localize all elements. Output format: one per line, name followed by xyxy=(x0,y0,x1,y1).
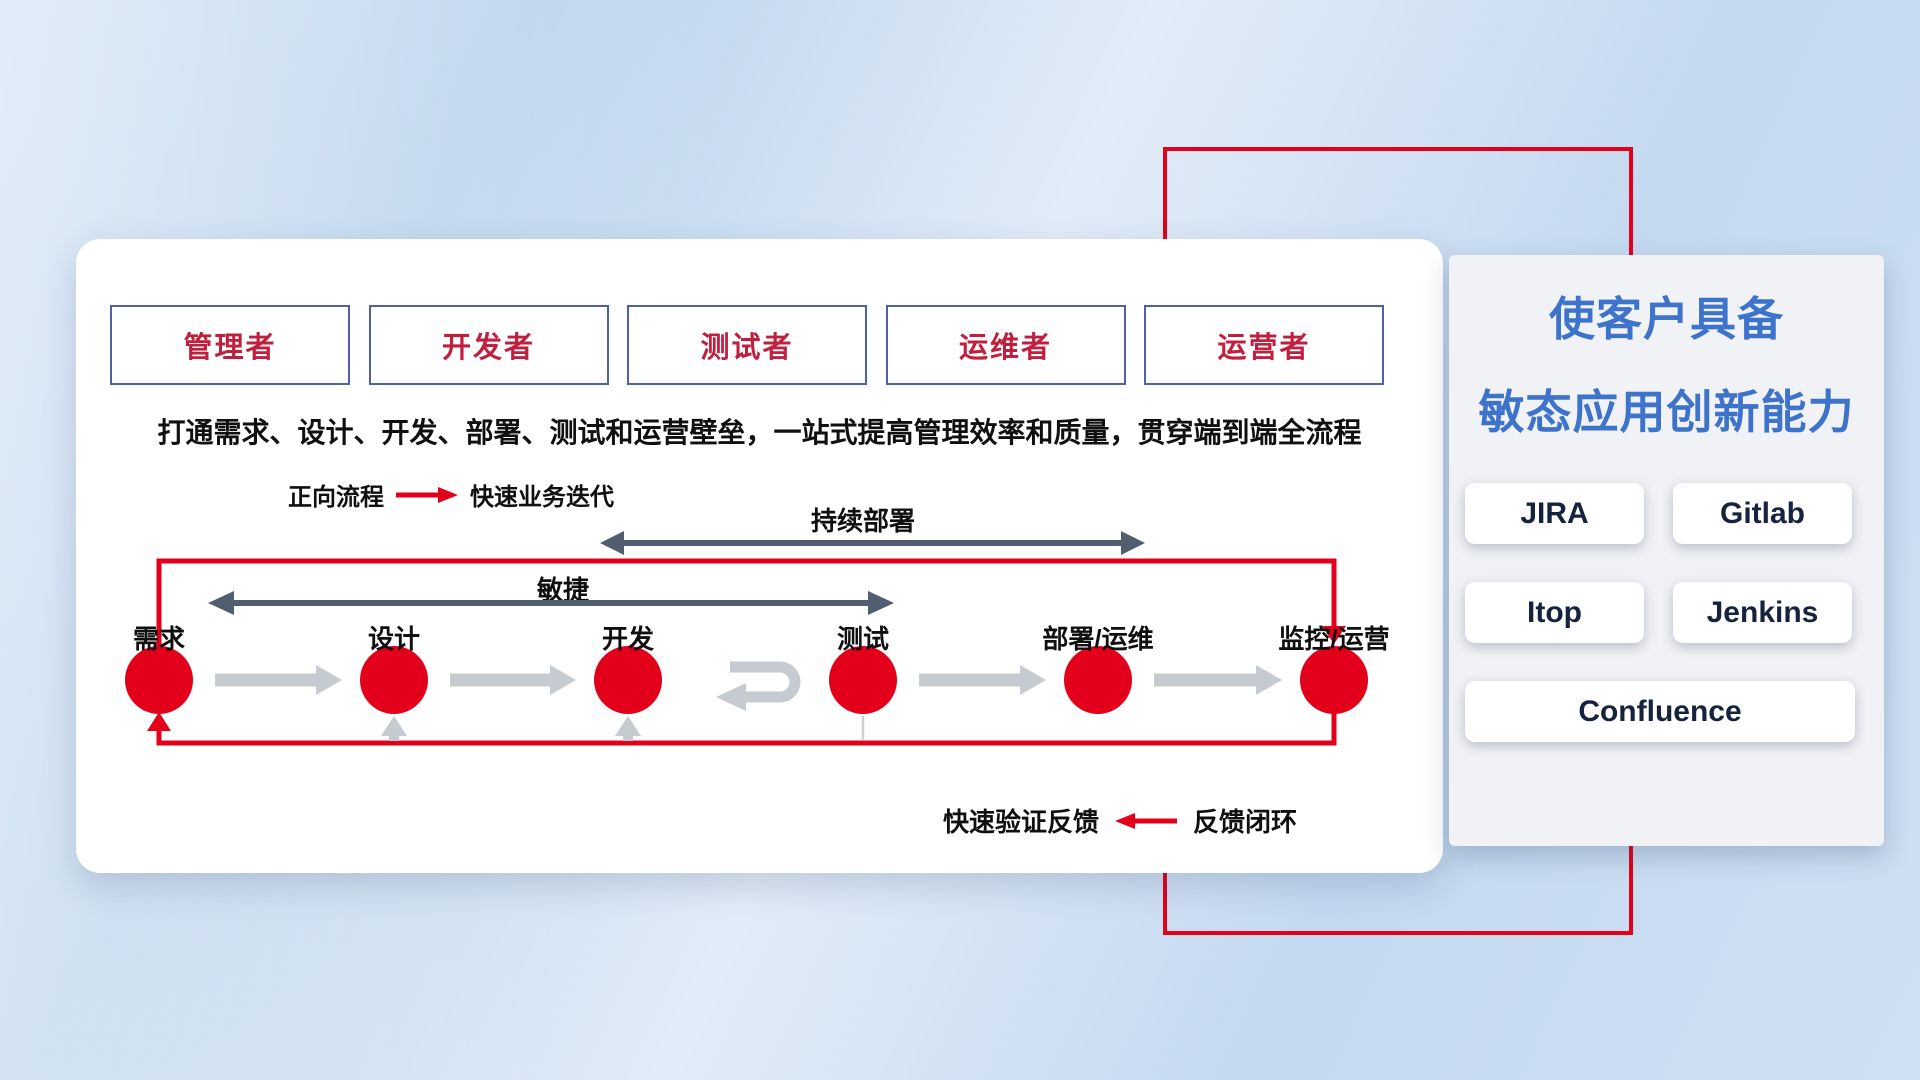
role-label: 运维者 xyxy=(958,332,1052,364)
flow-node-circles xyxy=(125,646,1368,714)
flow-node-circle xyxy=(125,646,193,714)
agile-double-arrow xyxy=(208,591,894,615)
flow-arrow-icon xyxy=(215,665,1282,695)
node-label-design: 设计 xyxy=(367,624,421,654)
iterate-loop-icon xyxy=(716,661,801,711)
legend-forward: 正向流程 快速业务迭代 xyxy=(288,477,614,512)
node-label-test: 测试 xyxy=(836,624,890,654)
tool-chip-gitlab: Gitlab xyxy=(1673,483,1852,544)
flow-node-circle xyxy=(360,646,428,714)
forward-flow-value: 快速业务迭代 xyxy=(470,484,614,511)
flow-node-circle xyxy=(1064,646,1132,714)
node-label-monitor: 监控/运营 xyxy=(1278,624,1390,654)
tool-chip-itop: Itop xyxy=(1465,582,1644,643)
feedback-loop-path xyxy=(147,558,1346,746)
node-label-requirements: 需求 xyxy=(132,624,186,654)
role-label: 运营者 xyxy=(1217,332,1311,364)
tool-chip-confluence: Confluence xyxy=(1465,681,1855,742)
tool-chip-jira: JIRA xyxy=(1465,483,1644,544)
forward-arrow-icon xyxy=(396,486,458,503)
continuous-deploy-label: 持续部署 xyxy=(810,506,916,536)
tool-chip-jenkins: Jenkins xyxy=(1673,582,1852,643)
feedback-arrow-icon xyxy=(1115,812,1178,829)
role-label: 管理者 xyxy=(183,332,277,364)
forward-flow-label: 正向流程 xyxy=(288,484,384,511)
description-text: 打通需求、设计、开发、部署、测试和运营壁垒，一站式提高管理效率和质量，贯穿端到端… xyxy=(157,417,1362,448)
flow-node-circle xyxy=(594,646,662,714)
panel-title-line1: 使客户具备 xyxy=(1549,293,1784,345)
role-box-developer: 开发者 xyxy=(368,305,609,385)
roles-row: 管理者 开发者 测试者 运维者 运营者 xyxy=(110,305,1384,385)
legend-feedback: 快速验证反馈 反馈闭环 xyxy=(943,802,1297,839)
panel-title-line2: 敏态应用创新能力 xyxy=(1478,385,1855,438)
flow-node-circle xyxy=(1300,646,1368,714)
role-label: 开发者 xyxy=(441,332,535,364)
devops-flow-card: 管理者 开发者 测试者 运维者 运营者 打通需求、设计、开发、部署、测试和运营壁… xyxy=(76,239,1443,873)
feedback-value-label: 快速验证反馈 xyxy=(943,807,1100,837)
node-label-develop: 开发 xyxy=(601,624,655,654)
feedback-up-arrow-icon xyxy=(381,716,865,741)
capability-panel: 使客户具备 敏态应用创新能力 JIRA Gitlab Itop Jenkins … xyxy=(1449,255,1884,846)
role-label: 测试者 xyxy=(700,332,794,364)
cd-double-arrow xyxy=(600,531,1145,555)
role-box-manager: 管理者 xyxy=(110,305,350,385)
role-box-ops: 运维者 xyxy=(885,305,1126,385)
flow-node-circle xyxy=(829,646,897,714)
flow-diagram xyxy=(125,531,1368,746)
feedback-loop-label: 反馈闭环 xyxy=(1193,807,1298,837)
role-box-tester: 测试者 xyxy=(627,305,867,385)
role-box-business: 运营者 xyxy=(1144,305,1384,385)
node-label-deploy-ops: 部署/运维 xyxy=(1042,624,1154,654)
